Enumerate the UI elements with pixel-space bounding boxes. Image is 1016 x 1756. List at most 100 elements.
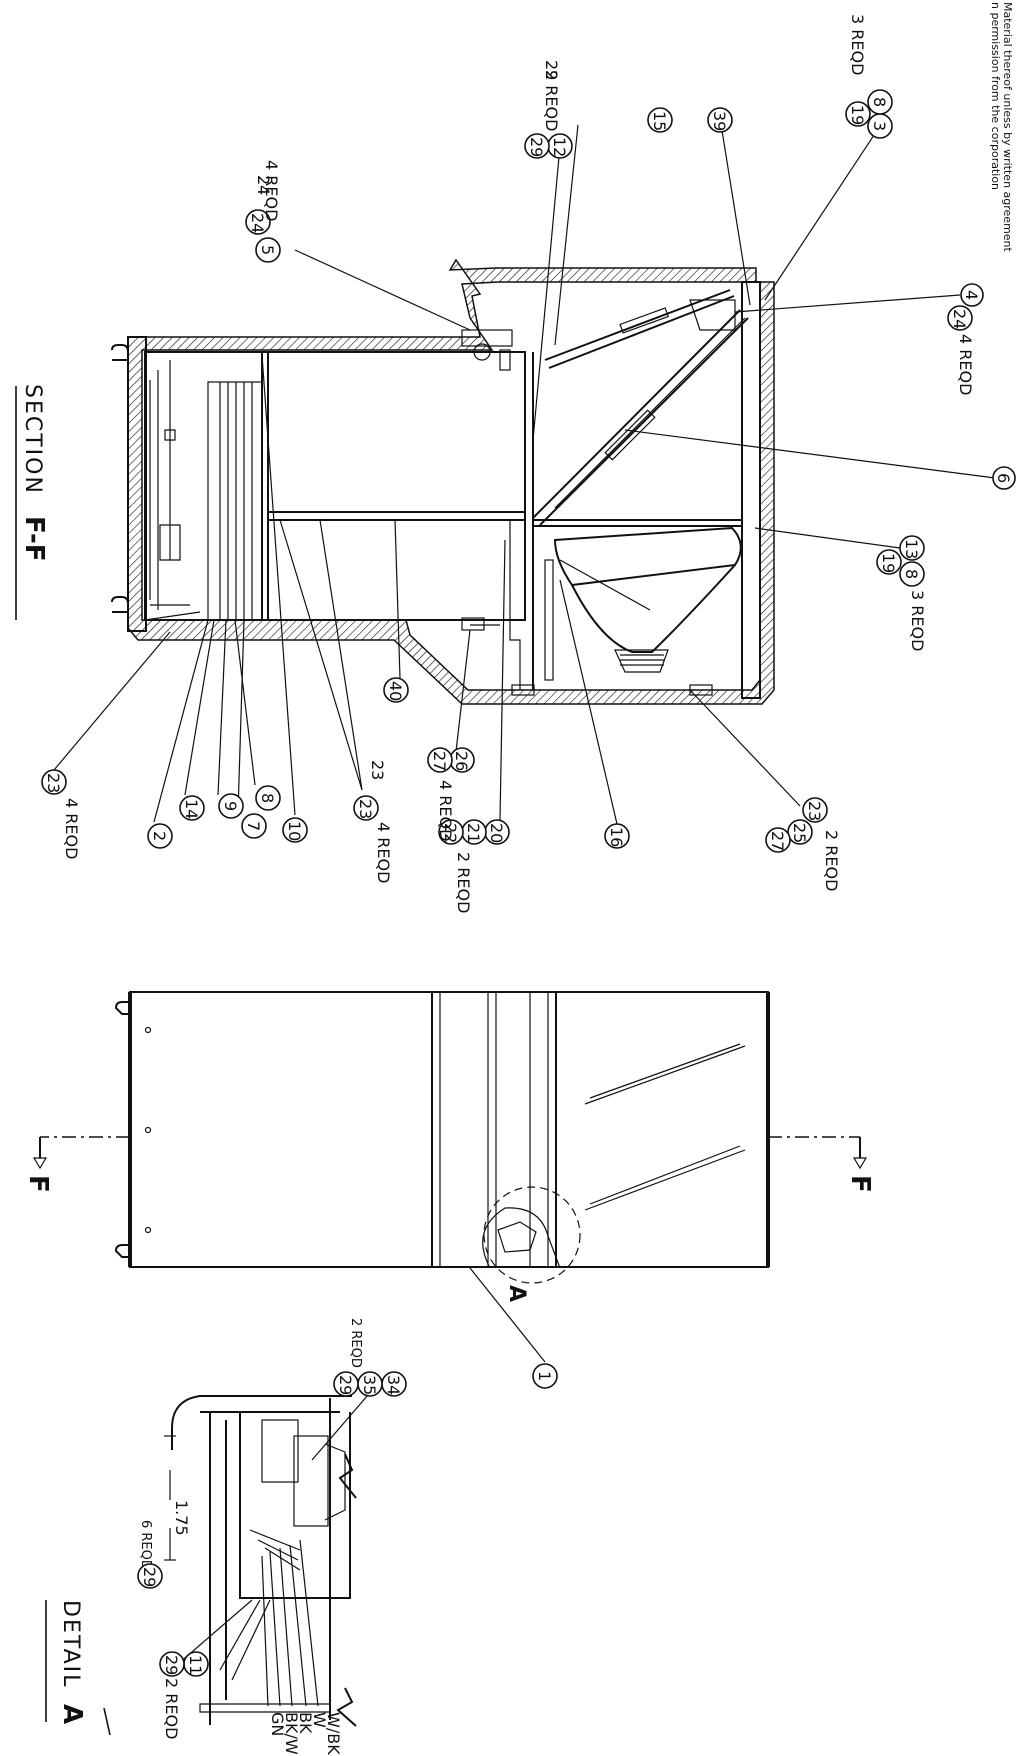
dimension-note: 6 REQD — [138, 1520, 153, 1570]
svg-text:24: 24 — [248, 213, 267, 233]
detail-title-text: DETAIL — [58, 1600, 83, 1688]
leveler-top — [111, 344, 129, 361]
svg-text:21: 21 — [464, 823, 483, 843]
svg-text:25: 25 — [790, 823, 809, 843]
note-2-reqd-bottom: 2 REQD — [822, 830, 841, 891]
wire-label-gn: GN — [268, 1712, 287, 1736]
svg-text:19: 19 — [848, 105, 867, 125]
plain-part-numbers: 29 24 23 — [254, 60, 561, 780]
balloon-39: 39 — [707, 107, 733, 133]
wire-label-bk: BK — [296, 1712, 315, 1734]
note-24-4-reqd: 4 REQD — [956, 334, 975, 395]
balloon-2: 2 — [147, 823, 173, 849]
svg-text:8: 8 — [258, 793, 277, 803]
section-view — [111, 258, 775, 705]
section-title: SECTION F-F — [19, 384, 49, 562]
dimension-note-text: 6 REQD — [138, 1520, 153, 1570]
svg-text:34: 34 — [384, 1375, 403, 1395]
svg-text:27: 27 — [430, 751, 449, 771]
monitor-tube — [509, 519, 742, 690]
svg-text:4: 4 — [962, 290, 981, 300]
svg-text:7: 7 — [244, 821, 263, 831]
balloon-22: 22 — [438, 819, 464, 845]
front-view — [32, 991, 868, 1284]
balloon-8b: 8 — [899, 561, 925, 587]
svg-text:9: 9 — [221, 801, 240, 811]
balloon-4: 4 — [960, 283, 984, 307]
notice-line-2: n permission from the corporation — [989, 2, 1002, 190]
balloon-23d: 23 — [41, 769, 67, 795]
cut-mark-left: F — [23, 1175, 53, 1193]
balloon-12: 12 — [547, 133, 573, 159]
cut-mark-left-text: F — [23, 1175, 53, 1193]
balloon-24a: 24 — [245, 209, 271, 235]
cabinet-outline — [127, 258, 775, 705]
svg-text:40: 40 — [386, 681, 405, 701]
balloon-13: 13 — [899, 535, 925, 561]
svg-text:29: 29 — [140, 1567, 159, 1587]
balloon-8c: 8 — [255, 785, 281, 811]
part-29-plain: 29 — [542, 60, 561, 80]
detail-a-view — [164, 1395, 357, 1727]
balloon-29b: 29 — [333, 1371, 359, 1397]
svg-text:3: 3 — [870, 121, 889, 131]
balloon-26: 26 — [449, 747, 475, 773]
balloon-23c: 23 — [353, 795, 379, 821]
balloon-19a: 19 — [845, 101, 871, 127]
upper-compartment — [144, 351, 534, 621]
base-joint — [461, 329, 713, 696]
note-3-reqd-top: 3 REQD — [848, 14, 867, 75]
balloon-34: 34 — [381, 1371, 407, 1397]
note-4-reqd-24: 4 REQD — [262, 160, 281, 221]
balloon-21: 21 — [461, 819, 487, 845]
wire-label-bkw: BK/W — [282, 1712, 301, 1755]
section-title-mark: F-F — [19, 516, 49, 562]
note-4-reqd-left: 4 REQD — [62, 798, 81, 859]
svg-text:16: 16 — [607, 827, 626, 847]
svg-text:11: 11 — [186, 1655, 205, 1675]
svg-text:29: 29 — [527, 137, 546, 157]
svg-text:8: 8 — [870, 97, 889, 107]
svg-text:14: 14 — [182, 799, 201, 819]
balloon-16: 16 — [604, 823, 630, 849]
svg-text:22: 22 — [441, 823, 460, 843]
part-23b: 23 — [368, 760, 387, 780]
balloon-29a: 29 — [524, 133, 550, 159]
svg-text:24: 24 — [950, 309, 969, 329]
svg-text:23: 23 — [805, 801, 824, 821]
balloon-19b: 19 — [876, 549, 902, 575]
part-24-plain: 24 — [254, 175, 273, 195]
balloon-35: 35 — [357, 1371, 383, 1397]
balloon-7: 7 — [241, 813, 267, 839]
note-4-reqd-23: 4 REQD — [374, 822, 393, 883]
svg-text:23: 23 — [356, 799, 375, 819]
note-2-reqd-11: 2 REQD — [162, 1678, 181, 1739]
balloons: 12 29 15 39 3 8 19 5 24 24 4 6 13 8 19 2… — [41, 89, 1016, 1677]
svg-text:20: 20 — [487, 823, 506, 843]
balloon-29c: 29 — [137, 1563, 163, 1589]
section-title-text: SECTION — [20, 384, 45, 495]
svg-text:19: 19 — [879, 553, 898, 573]
svg-text:15: 15 — [650, 111, 669, 131]
note-2-reqd-detail: 2 REQD — [348, 1318, 363, 1368]
balloon-20: 20 — [484, 819, 510, 845]
balloon-1: 1 — [532, 1363, 558, 1389]
leader-lines — [53, 117, 996, 1665]
cut-mark-right-text: F — [845, 1175, 875, 1193]
dimension-label: 1.75 — [172, 1500, 191, 1536]
note-2-reqd-20: 2 REQD — [454, 852, 473, 913]
balloon-14: 14 — [179, 795, 205, 821]
detail-title: DETAIL A — [57, 1600, 87, 1724]
balloon-27b: 27 — [427, 747, 453, 773]
balloon-11: 11 — [183, 1651, 209, 1677]
note-4-reqd-26: 4 REQD — [436, 780, 455, 841]
svg-text:29: 29 — [336, 1375, 355, 1395]
balloon-6: 6 — [992, 466, 1016, 490]
svg-text:27: 27 — [768, 831, 787, 851]
balloon-23a: 23 — [802, 797, 828, 823]
reqd-notes: 3 REQD 2 REQD 4 REQD 4 REQD 3 REQD 2 REQ… — [62, 14, 975, 1739]
wire-labels: W/BK W BK BK/W GN — [268, 1712, 343, 1755]
cut-mark-right: F — [845, 1175, 875, 1193]
leveler-bottom — [111, 596, 129, 613]
